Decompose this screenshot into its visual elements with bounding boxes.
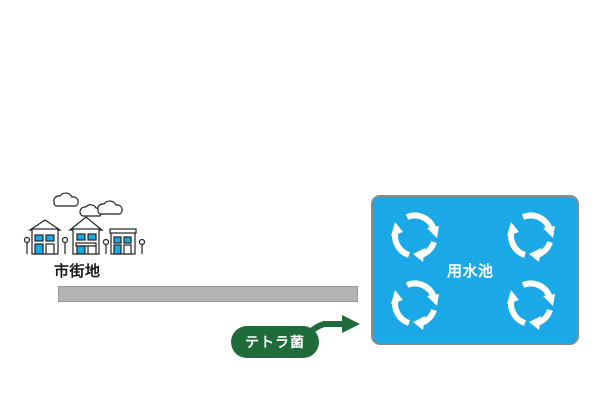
pond-label: 用水池 [447,262,494,280]
circulation-arrows-icon [507,212,555,262]
bacteria-label: テトラ菌 [231,326,319,358]
circulation-arrows-icon [507,280,555,330]
circulation-arrows-icon [391,280,439,330]
houses-with-clouds-icon [23,192,146,255]
town-label: 市街地 [54,262,101,280]
circulation-arrows-icon [391,212,439,262]
water-pipe [58,286,358,302]
